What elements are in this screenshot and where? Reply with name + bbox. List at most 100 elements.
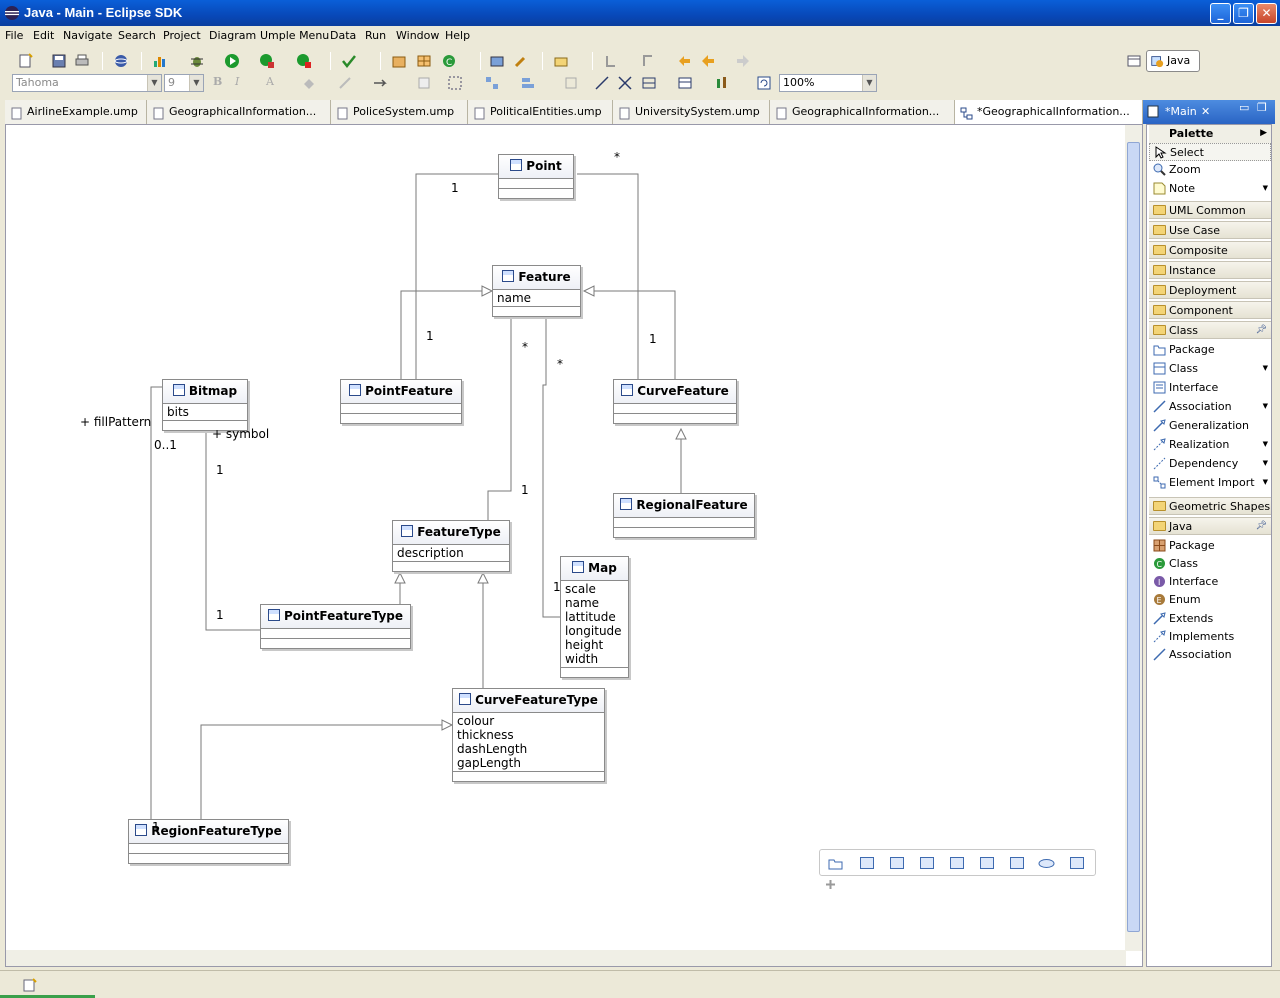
- chevron-down-icon[interactable]: ▼: [1262, 440, 1268, 448]
- chevron-down-icon[interactable]: ▼: [1262, 478, 1268, 486]
- enumeration-icon[interactable]: [950, 857, 964, 869]
- tab-geographical-active[interactable]: *GeographicalInformation...: [955, 100, 1143, 124]
- pin-icon[interactable]: 📌︎: [1255, 325, 1267, 335]
- tab-geographical-2[interactable]: GeographicalInformation...: [770, 100, 955, 124]
- last-edit-icon[interactable]: [676, 53, 692, 69]
- class-point-feature[interactable]: PointFeature: [340, 379, 462, 424]
- menu-diagram[interactable]: Diagram: [209, 29, 257, 42]
- palette-drawer-instance[interactable]: Instance: [1149, 261, 1271, 279]
- menu-data[interactable]: Data: [330, 29, 357, 42]
- menu-window[interactable]: Window: [396, 29, 440, 42]
- fill-color-icon[interactable]: [301, 75, 317, 91]
- interface-icon[interactable]: [1038, 857, 1055, 870]
- align-icon[interactable]: [520, 75, 536, 91]
- component-icon[interactable]: [1070, 857, 1084, 869]
- package-icon[interactable]: [828, 857, 843, 870]
- tab-geographical-1[interactable]: GeographicalInformation...: [147, 100, 331, 124]
- fast-view-icon[interactable]: [22, 977, 38, 993]
- palette-java-implements[interactable]: Implements: [1149, 628, 1271, 646]
- maximize-view-icon[interactable]: ❐: [1257, 101, 1267, 114]
- tab-political-entities[interactable]: PoliticalEntities.ump: [468, 100, 613, 124]
- maximize-button[interactable]: ❐: [1233, 3, 1254, 24]
- run-icon[interactable]: [224, 53, 240, 69]
- line-style-icon[interactable]: [373, 75, 389, 91]
- menu-edit[interactable]: Edit: [33, 29, 55, 42]
- perspective-java-button[interactable]: Java: [1146, 50, 1200, 72]
- class-curve-feature[interactable]: CurveFeature: [613, 379, 737, 424]
- palette-drawer-java[interactable]: Java 📌︎: [1149, 517, 1271, 535]
- palette-tool-zoom[interactable]: Zoom: [1149, 161, 1271, 179]
- class-feature-type[interactable]: FeatureType description: [392, 520, 510, 572]
- data-type-icon[interactable]: [920, 857, 934, 869]
- diagram-canvas[interactable]: Point Feature name PointFeature CurveFea…: [6, 125, 1126, 951]
- line-color-icon[interactable]: [337, 75, 353, 91]
- palette-item-package[interactable]: Package: [1149, 341, 1271, 359]
- chart-icon[interactable]: [152, 53, 168, 69]
- palette-item-interface[interactable]: Interface: [1149, 379, 1271, 397]
- association-class-icon[interactable]: [890, 857, 904, 869]
- palette-java-association[interactable]: Association: [1149, 646, 1271, 664]
- palette-item-realization[interactable]: Realization▼: [1149, 436, 1271, 454]
- compartments-icon[interactable]: [677, 75, 693, 91]
- bold-icon[interactable]: B: [213, 75, 223, 88]
- palette-tool-note[interactable]: Note ▼: [1149, 180, 1271, 198]
- menu-navigate[interactable]: Navigate: [63, 29, 113, 42]
- palette-drawer-uml-common[interactable]: UML Common: [1149, 201, 1271, 219]
- copy-appearance-icon[interactable]: [416, 75, 432, 91]
- chevron-right-icon[interactable]: ▶: [1260, 128, 1267, 138]
- oblique-icon[interactable]: [617, 75, 633, 91]
- open-folder-icon[interactable]: [553, 53, 569, 69]
- palette-view-tab[interactable]: *Main ✕ ▭ ❐: [1143, 100, 1275, 124]
- pin-icon[interactable]: 📌︎: [1255, 521, 1267, 531]
- signal-icon[interactable]: [1010, 857, 1024, 869]
- palette-drawer-deployment[interactable]: Deployment: [1149, 281, 1271, 299]
- palette-java-extends[interactable]: Extends: [1149, 610, 1271, 628]
- globe-icon[interactable]: [113, 53, 129, 69]
- chevron-down-icon[interactable]: ▼: [1262, 402, 1268, 410]
- refresh-icon[interactable]: [756, 75, 772, 91]
- coverage-icon[interactable]: [296, 53, 312, 69]
- search-tool-icon[interactable]: [513, 53, 529, 69]
- new-package-icon[interactable]: [391, 53, 407, 69]
- external-tools-icon[interactable]: [259, 53, 275, 69]
- menu-file[interactable]: File: [5, 29, 24, 42]
- new-icon[interactable]: [18, 53, 34, 69]
- palette-drawer-composite-structure[interactable]: Composite Structure: [1149, 241, 1271, 274]
- chevron-down-icon[interactable]: ▼: [1262, 364, 1268, 372]
- new-java-icon[interactable]: C: [441, 53, 457, 69]
- font-color-icon[interactable]: A: [266, 75, 274, 88]
- minimize-view-icon[interactable]: ▭: [1239, 101, 1250, 114]
- menu-help[interactable]: Help: [445, 29, 471, 42]
- palette-drawer-geometric-shapes[interactable]: Geometric Shapes: [1149, 497, 1271, 515]
- palette-item-class[interactable]: Class▼: [1149, 360, 1271, 378]
- chevron-down-icon[interactable]: ▼: [1262, 459, 1268, 467]
- palette-drawer-use-case[interactable]: Use Case: [1149, 221, 1271, 239]
- next-annotation-icon[interactable]: [603, 53, 619, 69]
- scrollbar-thumb[interactable]: [1127, 142, 1140, 932]
- class-icon[interactable]: [860, 857, 874, 869]
- italic-icon[interactable]: I: [235, 75, 240, 88]
- class-bitmap[interactable]: Bitmap bits: [162, 379, 248, 431]
- open-perspective-icon[interactable]: [1126, 53, 1142, 69]
- select-all-icon[interactable]: [447, 75, 463, 91]
- prev-annotation-icon[interactable]: [640, 53, 656, 69]
- close-window-button[interactable]: ✕: [1256, 3, 1277, 24]
- save-icon[interactable]: [51, 53, 67, 69]
- palette-drawer-class[interactable]: Class 📌︎: [1149, 321, 1271, 339]
- back-icon[interactable]: [700, 53, 716, 69]
- menu-run[interactable]: Run: [365, 29, 387, 42]
- chevron-down-icon[interactable]: ▼: [1262, 184, 1268, 192]
- tab-university-system[interactable]: UniversitySystem.ump: [613, 100, 770, 124]
- class-feature[interactable]: Feature name: [492, 265, 581, 317]
- palette-item-generalization[interactable]: Generalization: [1149, 417, 1271, 435]
- open-type-icon[interactable]: [489, 53, 505, 69]
- class-map[interactable]: Map scale name lattitude longitude heigh…: [560, 556, 629, 678]
- palette-item-dependency[interactable]: Dependency▼: [1149, 455, 1271, 473]
- forward-icon[interactable]: [735, 53, 751, 69]
- palette-tool-select[interactable]: Select: [1149, 143, 1271, 161]
- line-routing-icon[interactable]: [641, 75, 657, 91]
- font-size-combo[interactable]: 9 ▼: [164, 74, 204, 92]
- vertical-scrollbar[interactable]: [1125, 125, 1142, 951]
